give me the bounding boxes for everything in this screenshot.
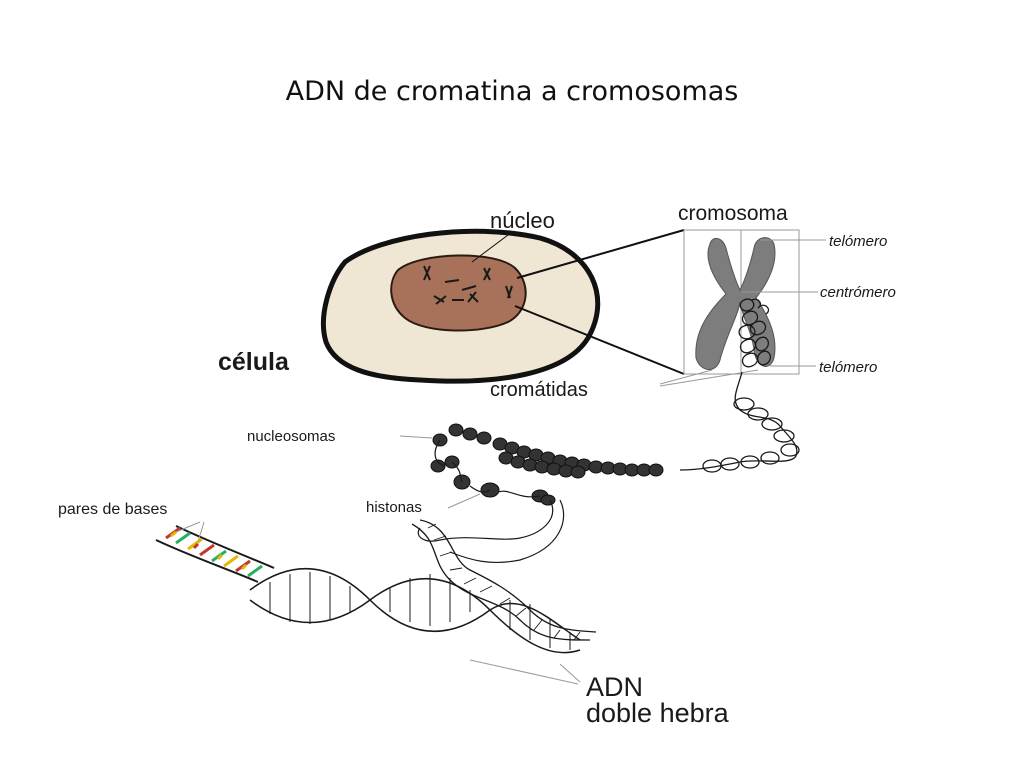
histones-pointer — [447, 493, 481, 509]
base-pairs-label: pares de bases — [58, 501, 167, 518]
chromatids-label: cromátidas — [490, 379, 588, 401]
dna-helix-lower — [249, 567, 581, 654]
nucleosomes-pointer — [399, 435, 433, 439]
nucleus — [390, 254, 527, 332]
telomere-bottom-label: telómero — [819, 359, 877, 376]
dna-label-line2: doble hebra — [586, 698, 730, 728]
dna-label-line1: ADN — [586, 672, 643, 702]
cell-label: célula — [218, 348, 290, 376]
slide-title: ADN de cromatina a cromosomas — [285, 76, 739, 107]
nucleosomes-label: nucleosomas — [247, 428, 335, 445]
nucleus-pointer — [471, 231, 513, 263]
chromatin-fiber — [679, 371, 800, 473]
telomere-top-label: telómero — [829, 233, 887, 250]
nucleosome-fiber — [430, 423, 664, 506]
linker-dna — [417, 439, 565, 563]
base-pair-ladder — [155, 525, 275, 583]
centromere-label: centrómero — [820, 284, 896, 301]
histones-label: histonas — [366, 499, 422, 516]
zoom-lines — [514, 229, 685, 375]
dna-helix-upper — [411, 519, 597, 641]
chromosome-label: cromosoma — [678, 202, 788, 225]
nucleus-label: núcleo — [490, 208, 555, 233]
chromosome-panel — [683, 229, 826, 375]
dna-pointers — [469, 659, 581, 685]
base-pairs-pointers — [175, 521, 205, 543]
